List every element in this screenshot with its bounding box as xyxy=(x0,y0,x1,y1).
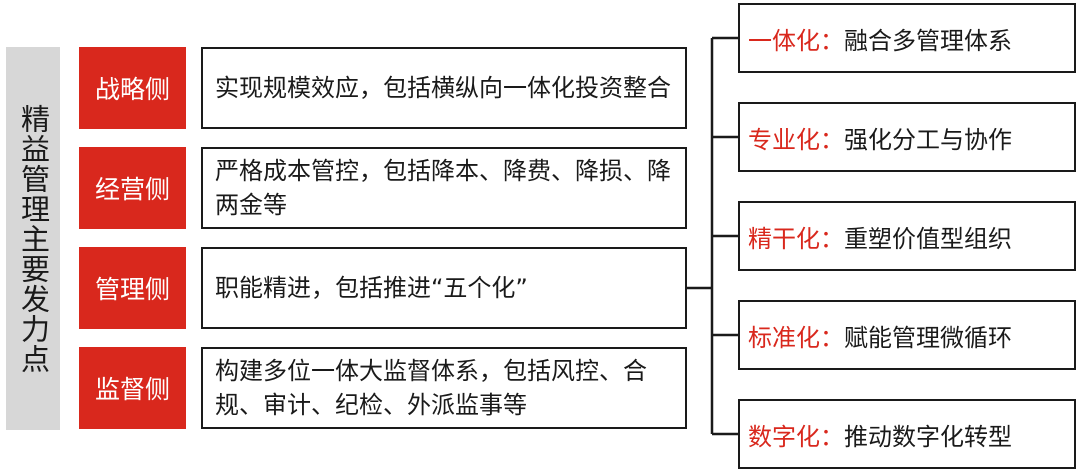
item-key: 一体化 xyxy=(748,26,820,55)
item-key: 标准化 xyxy=(748,323,820,352)
desc-box-strategy: 实现规模效应，包括横纵向一体化投资整合 xyxy=(201,47,687,129)
side-box-strategy: 战略侧 xyxy=(79,47,186,129)
item-sep: ： xyxy=(820,323,844,352)
item-sep: ： xyxy=(820,26,844,55)
item-sep: ： xyxy=(820,125,844,154)
item-sep: ： xyxy=(820,224,844,253)
side-label: 经营侧 xyxy=(94,175,170,204)
desc-text: 实现规模效应，包括横纵向一体化投资整合 xyxy=(215,74,671,102)
item-key: 数字化 xyxy=(748,422,820,451)
side-label: 战略侧 xyxy=(94,75,170,104)
main-label-text: 精益管理主要发力点 xyxy=(16,103,51,374)
item-text: 赋能管理微循环 xyxy=(844,323,1012,352)
desc-box-supervision: 构建多位一体大监督体系，包括风控、合规、审计、纪检、外派监事等 xyxy=(201,347,687,429)
five-item-digitalization: 数字化：推动数字化转型 xyxy=(738,399,1076,469)
main-vertical-label: 精益管理主要发力点 xyxy=(6,47,60,430)
five-item-streamlining: 精干化：重塑价值型组织 xyxy=(738,201,1076,271)
side-box-management: 管理侧 xyxy=(79,247,186,329)
item-sep: ： xyxy=(820,422,844,451)
desc-text: 职能精进，包括推进“五个化” xyxy=(215,274,528,302)
item-key: 专业化 xyxy=(748,125,820,154)
five-item-integration: 一体化：融合多管理体系 xyxy=(738,3,1076,73)
item-text: 强化分工与协作 xyxy=(844,125,1012,154)
five-item-standardization: 标准化：赋能管理微循环 xyxy=(738,300,1076,370)
desc-text: 严格成本管控，包括降本、降费、降损、降两金等 xyxy=(215,157,671,219)
desc-box-management: 职能精进，包括推进“五个化” xyxy=(201,247,687,329)
item-key: 精干化 xyxy=(748,224,820,253)
side-box-operation: 经营侧 xyxy=(79,147,186,229)
side-label: 监督侧 xyxy=(94,375,170,404)
side-label: 管理侧 xyxy=(94,275,170,304)
side-box-supervision: 监督侧 xyxy=(79,347,186,429)
five-item-specialization: 专业化：强化分工与协作 xyxy=(738,102,1076,172)
item-text: 推动数字化转型 xyxy=(844,422,1012,451)
desc-text: 构建多位一体大监督体系，包括风控、合规、审计、纪检、外派监事等 xyxy=(215,357,647,419)
item-text: 重塑价值型组织 xyxy=(844,224,1012,253)
desc-box-operation: 严格成本管控，包括降本、降费、降损、降两金等 xyxy=(201,147,687,229)
item-text: 融合多管理体系 xyxy=(844,26,1012,55)
